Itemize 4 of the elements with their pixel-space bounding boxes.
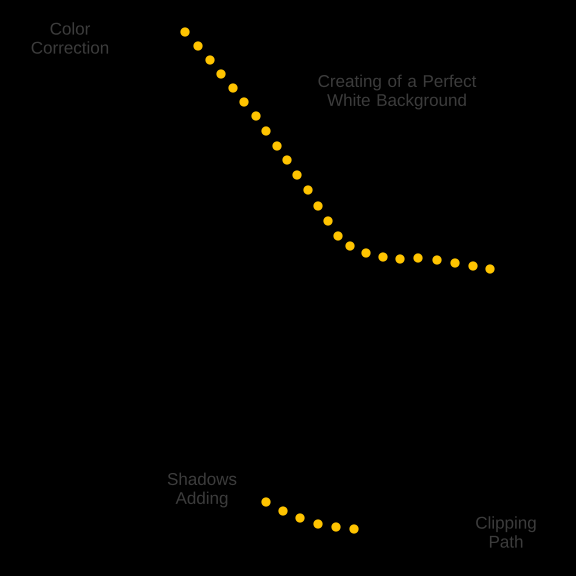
- label: Creating of a Perfect White Background: [318, 74, 476, 110]
- label: Color Correction: [32, 22, 108, 54]
- label: Clipping Path: [476, 516, 536, 548]
- label: Shadows Adding: [168, 472, 236, 508]
